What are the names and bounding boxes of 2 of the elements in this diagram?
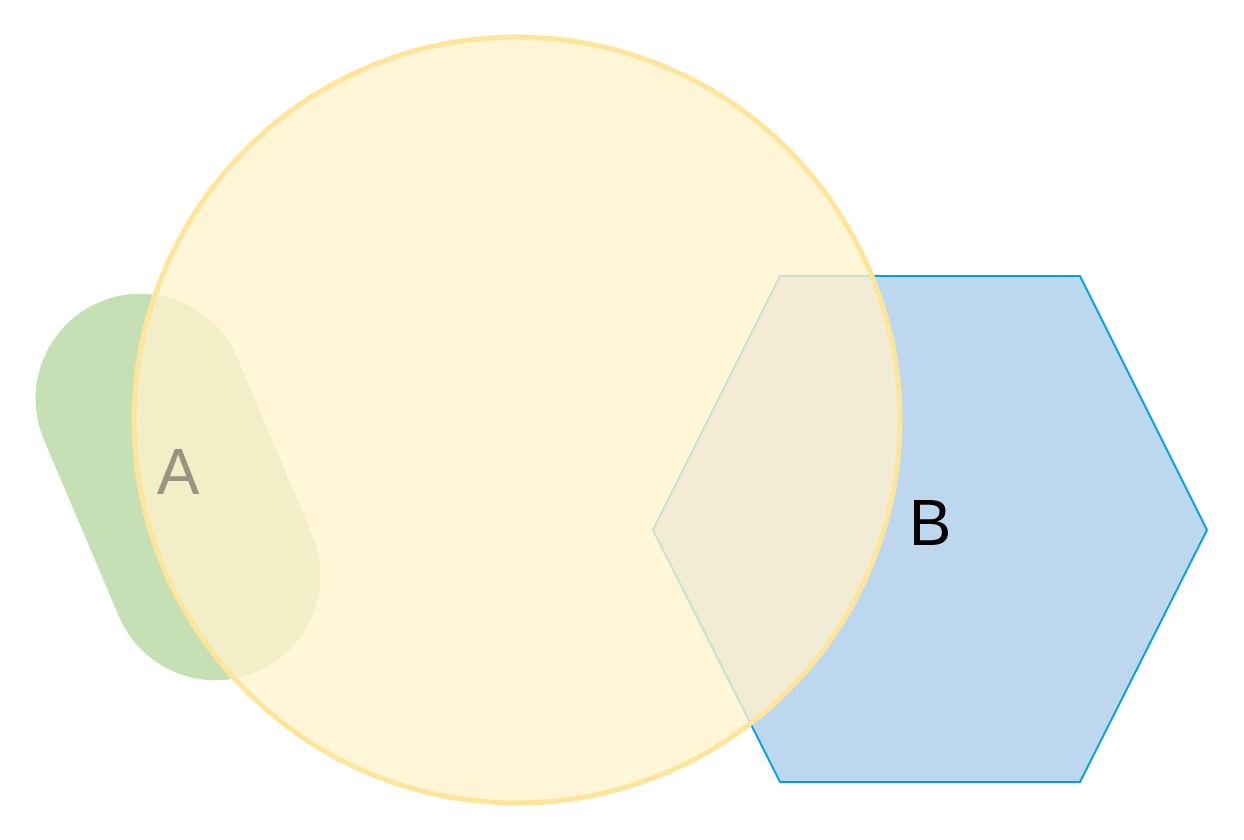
shape-label: A (156, 440, 200, 504)
shape-label: B (908, 491, 952, 555)
